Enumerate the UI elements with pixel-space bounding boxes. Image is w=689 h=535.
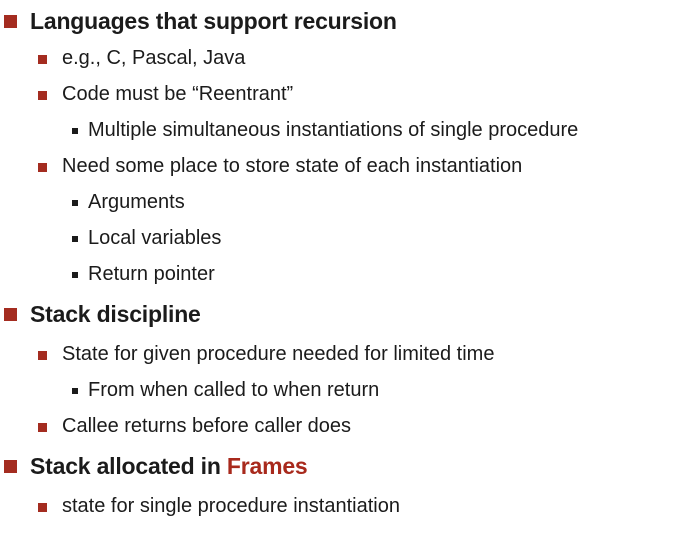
item-text: state for single procedure instantiation bbox=[62, 494, 400, 517]
item-text: e.g., C, Pascal, Java bbox=[62, 46, 246, 69]
bullet-square-icon bbox=[4, 460, 17, 473]
list-item: Callee returns before caller does bbox=[0, 408, 689, 444]
sub-bullet-square-icon bbox=[38, 54, 47, 64]
list-item: From when called to when return bbox=[0, 372, 689, 408]
item-text-plain: Stack allocated in bbox=[30, 452, 227, 479]
item-text: Stack discipline bbox=[30, 300, 201, 327]
item-text: State for given procedure needed for lim… bbox=[62, 342, 495, 365]
sub-bullet-square-icon bbox=[38, 90, 47, 100]
list-item: Need some place to store state of each i… bbox=[0, 148, 689, 184]
list-item: Multiple simultaneous instantiations of … bbox=[0, 112, 689, 148]
list-item: e.g., C, Pascal, Java bbox=[0, 40, 689, 76]
sub-bullet-square-icon bbox=[38, 162, 47, 172]
list-item-heading: Languages that support recursion bbox=[0, 2, 689, 40]
item-text-highlight: Frames bbox=[226, 452, 308, 479]
sub-bullet-square-icon bbox=[38, 502, 47, 512]
list-item-heading: Stack discipline bbox=[0, 292, 689, 336]
sub-sub-bullet-square-icon bbox=[72, 128, 78, 134]
bullet-square-icon bbox=[4, 15, 17, 28]
item-text: Code must be “Reentrant” bbox=[62, 82, 294, 105]
item-text: Multiple simultaneous instantiations of … bbox=[88, 118, 579, 141]
sub-sub-bullet-square-icon bbox=[72, 236, 78, 242]
item-text: Return pointer bbox=[88, 262, 215, 285]
list-item: Return pointer bbox=[0, 256, 689, 292]
sub-sub-bullet-square-icon bbox=[72, 272, 78, 278]
sub-bullet-square-icon bbox=[38, 350, 47, 360]
item-text: Need some place to store state of each i… bbox=[62, 154, 523, 177]
item-text: From when called to when return bbox=[88, 378, 380, 401]
list-item: Local variables bbox=[0, 220, 689, 256]
item-text: Arguments bbox=[88, 190, 185, 213]
item-text: Languages that support recursion bbox=[30, 7, 397, 34]
list-item: State for given procedure needed for lim… bbox=[0, 336, 689, 372]
sub-bullet-square-icon bbox=[38, 422, 47, 432]
list-item: Code must be “Reentrant” bbox=[0, 76, 689, 112]
bullet-square-icon bbox=[4, 308, 17, 321]
item-text: Callee returns before caller does bbox=[62, 414, 352, 437]
item-text: Stack allocated in Frames bbox=[30, 453, 308, 480]
list-item-heading: Stack allocated in Frames bbox=[0, 444, 689, 488]
sub-sub-bullet-square-icon bbox=[72, 388, 78, 394]
item-text: Local variables bbox=[88, 226, 222, 249]
list-item: state for single procedure instantiation bbox=[0, 488, 689, 524]
sub-sub-bullet-square-icon bbox=[72, 200, 78, 206]
list-item: Arguments bbox=[0, 184, 689, 220]
